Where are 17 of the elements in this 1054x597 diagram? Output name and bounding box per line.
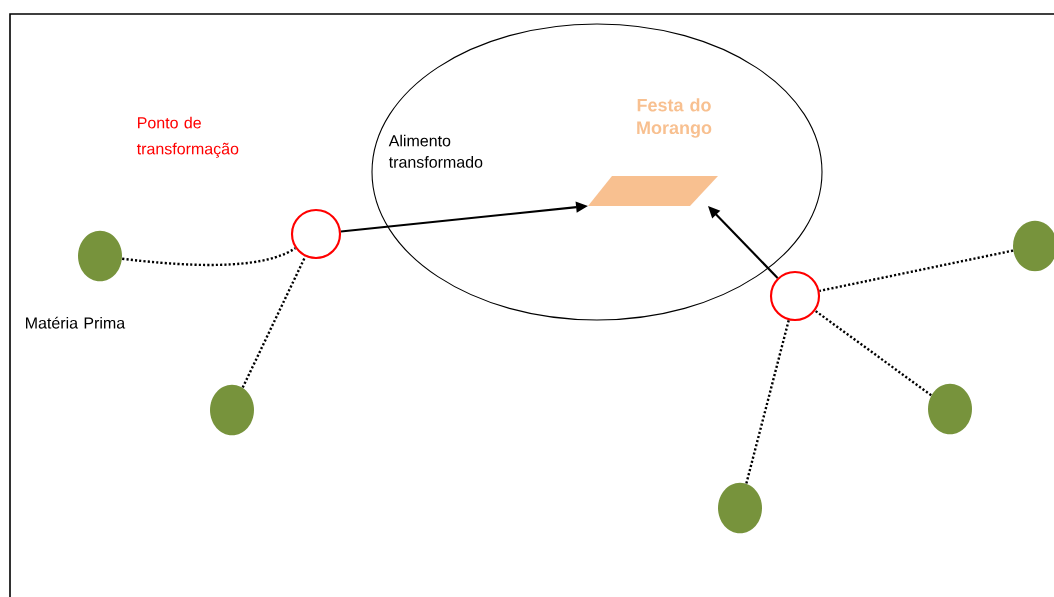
- text-label: Matéria Prima: [26, 316, 126, 329]
- dot: [78, 230, 122, 282]
- dot: [928, 383, 972, 435]
- callout-text: Ponto de transformação: [136, 116, 239, 158]
- connector: [814, 309, 932, 397]
- connector: [745, 319, 790, 484]
- title-text: Festa do Morango: [637, 98, 712, 138]
- connector: [122, 247, 296, 267]
- connector: [819, 249, 1014, 293]
- dot: [210, 384, 254, 436]
- ring: [290, 208, 342, 260]
- connector: [708, 206, 779, 279]
- connector: [241, 256, 307, 389]
- parallelogram: [588, 176, 718, 206]
- text-label: Alimento transformado: [388, 134, 483, 168]
- ring: [769, 270, 821, 322]
- dot: [718, 482, 762, 534]
